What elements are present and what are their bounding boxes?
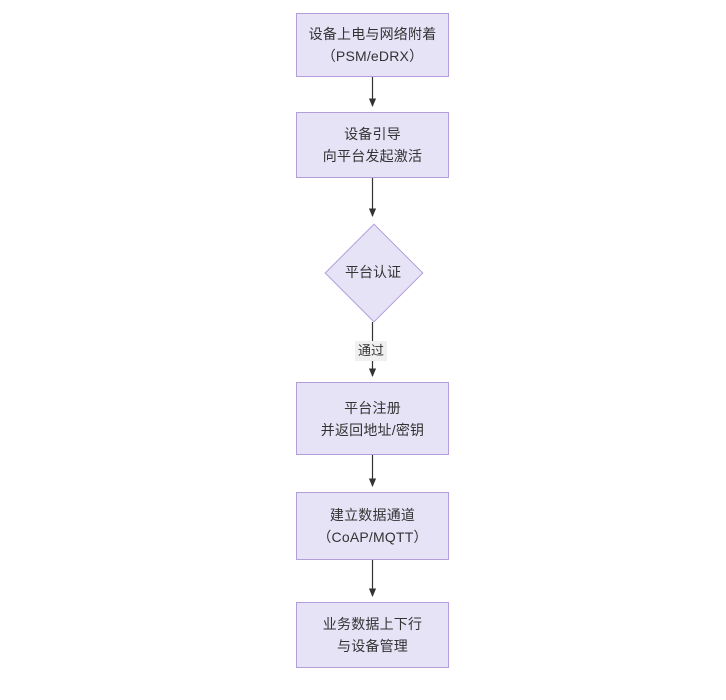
flow-node-establish-data-channel[interactable]: 建立数据通道 （CoAP/MQTT） (296, 492, 449, 560)
flow-node-label: 设备引导 向平台发起激活 (322, 126, 423, 164)
flow-node-label: 平台注册 并返回地址/密钥 (320, 399, 425, 438)
flow-node-business-data[interactable]: 业务数据上下行 与设备管理 (296, 602, 449, 668)
edge-label-pass: 通过 (355, 341, 388, 361)
flow-node-label: 设备上电与网络附着 （PSM/eDRX） (308, 26, 437, 64)
flow-node-platform-register[interactable]: 平台注册 并返回地址/密钥 (296, 382, 449, 455)
flow-node-label: 建立数据通道 （CoAP/MQTT） (317, 507, 428, 545)
flow-node-platform-auth[interactable]: 平台认证 (324, 222, 424, 323)
flow-node-device-power-on[interactable]: 设备上电与网络附着 （PSM/eDRX） (296, 13, 449, 77)
flow-node-label: 平台认证 (345, 264, 401, 280)
flow-node-device-bootstrap[interactable]: 设备引导 向平台发起激活 (296, 112, 449, 178)
flow-node-label: 业务数据上下行 与设备管理 (322, 616, 423, 654)
edge-label-text: 通过 (358, 343, 385, 358)
